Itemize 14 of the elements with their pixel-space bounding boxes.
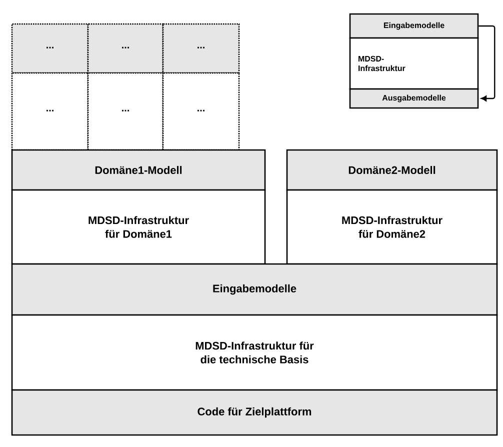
grid-cell: ...	[87, 72, 164, 151]
infrastructure-box: MDSD-Infrastruktur für Domäne2	[286, 189, 498, 265]
model-box: Domäne1-Modell	[11, 149, 266, 191]
infrastructure-box: MDSD-Infrastruktur für Domäne1	[11, 189, 266, 265]
arrow	[478, 25, 496, 102]
grid-cell: ...	[87, 23, 164, 74]
model-box: Domäne2-Modell	[286, 149, 498, 191]
infrastructure-box: MDSD-Infrastruktur für die technische Basis	[11, 314, 498, 391]
grid-cell: ...	[11, 23, 89, 74]
platform-box: Code für Zielplattform	[11, 389, 498, 436]
grid-cell: ...	[162, 72, 240, 151]
model-box: Eingabemodelle	[11, 263, 498, 316]
grid-cell: ...	[11, 72, 89, 151]
grid-cell: ...	[162, 23, 240, 74]
